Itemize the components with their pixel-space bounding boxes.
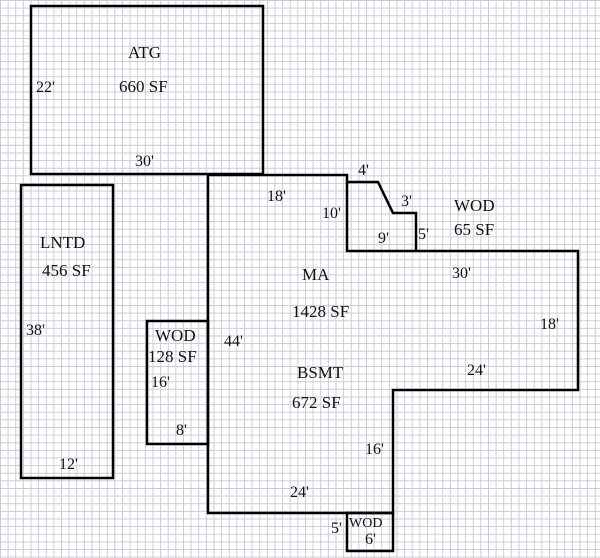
wod-top-dim-right: 5' (418, 226, 429, 243)
wod-left-name: WOD (155, 326, 196, 345)
wod-top-area: 65 SF (454, 220, 495, 239)
wod-top-dim-left: 10' (322, 205, 341, 222)
wod-left-dim-side: 16' (151, 374, 170, 391)
ma-dim-top: 18' (267, 188, 286, 205)
wod-top-dim-top: 4' (358, 162, 369, 179)
main-area-outline (206, 173, 580, 515)
ma-dim-left: 44' (224, 333, 243, 350)
wod-top-dim-bottom: 9' (378, 230, 389, 247)
wod-left-dim-bottom: 8' (176, 422, 187, 439)
atg-outline (29, 4, 265, 176)
ma-dim-step-side: 16' (365, 441, 384, 458)
lntd-name: LNTD (40, 233, 86, 252)
lntd-area: 456 SF (42, 261, 91, 280)
lntd-outline (19, 183, 115, 480)
wod-top-dim-diag: 3' (401, 193, 412, 210)
atg-dim-bottom: 30' (135, 153, 154, 170)
lntd-dim-left: 38' (26, 322, 45, 339)
ma-dim-top-right: 30' (452, 265, 471, 282)
wod-left-area: 128 SF (148, 347, 197, 366)
wod-bottom-dim-bottom: 6' (365, 531, 376, 548)
ma-name: MA (302, 265, 330, 284)
ma-area: 1428 SF (292, 302, 350, 321)
atg-area: 660 SF (119, 77, 168, 96)
atg-dim-left: 22' (36, 79, 55, 96)
wod-bottom-dim-left: 5' (331, 520, 342, 537)
ma-dim-bottom: 24' (290, 484, 309, 501)
lntd-dim-bottom: 12' (59, 456, 78, 473)
bsmt-area: 672 SF (292, 393, 341, 412)
bsmt-name: BSMT (297, 363, 344, 382)
ma-dim-right: 18' (540, 316, 559, 333)
wod-bottom-outline (345, 511, 395, 553)
atg-name: ATG (128, 43, 162, 62)
ma-dim-step-bottom: 24' (467, 362, 486, 379)
wod-top-outline (347, 180, 418, 251)
wod-bottom-name: WOD (349, 516, 383, 531)
wod-top-name: WOD (454, 196, 495, 215)
